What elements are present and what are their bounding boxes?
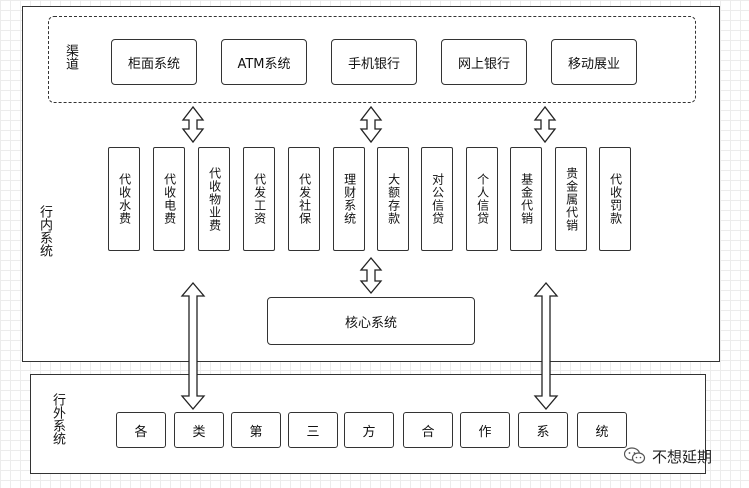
third-party-char: 合 — [421, 424, 435, 440]
double-arrow-icon — [181, 105, 205, 144]
third-party-box: 三 — [288, 412, 338, 448]
double-arrow-icon — [533, 105, 557, 144]
service-box: 代收物业费 — [198, 147, 230, 251]
channel-label: ATM系统 — [237, 56, 291, 72]
double-arrow-icon — [359, 105, 383, 144]
channel-online-banking: 网上银行 — [441, 39, 527, 85]
service-label: 理财系统 — [342, 173, 357, 225]
channel-mobile-outreach: 移动展业 — [551, 39, 637, 85]
external-systems-label: 行外系统 — [50, 393, 65, 445]
service-box: 理财系统 — [333, 147, 365, 251]
third-party-box: 类 — [174, 412, 224, 448]
third-party-box: 系 — [518, 412, 568, 448]
channel-label: 移动展业 — [567, 56, 620, 72]
service-box: 代发社保 — [288, 147, 320, 251]
service-box: 贵金属代销 — [555, 147, 587, 251]
third-party-box: 方 — [344, 412, 394, 448]
third-party-char: 三 — [306, 424, 320, 440]
third-party-box: 合 — [403, 412, 453, 448]
third-party-char: 方 — [362, 424, 376, 440]
core-system-box: 核心系统 — [267, 297, 475, 345]
service-label: 代收罚款 — [608, 173, 623, 225]
service-box: 基金代销 — [510, 147, 542, 251]
service-box: 对公信贷 — [421, 147, 453, 251]
service-label: 对公信贷 — [430, 173, 445, 225]
third-party-box: 第 — [231, 412, 281, 448]
third-party-char: 各 — [134, 424, 148, 440]
service-box: 大额存款 — [377, 147, 409, 251]
service-label: 代发社保 — [297, 173, 312, 225]
service-label: 个人信贷 — [475, 173, 490, 225]
service-box: 代发工资 — [243, 147, 275, 251]
service-box: 个人信贷 — [466, 147, 498, 251]
third-party-box: 作 — [460, 412, 510, 448]
channel-label: 手机银行 — [347, 56, 400, 72]
service-box: 代收电费 — [153, 147, 185, 251]
service-label: 大额存款 — [386, 173, 401, 225]
long-double-arrow-icon — [533, 281, 559, 411]
third-party-char: 系 — [536, 424, 550, 440]
service-label: 贵金属代销 — [564, 166, 579, 232]
internal-systems-label: 行内系统 — [37, 205, 52, 257]
channel-label: 柜面系统 — [127, 56, 180, 72]
third-party-box: 各 — [116, 412, 166, 448]
channel-label: 网上银行 — [457, 56, 510, 72]
service-label: 代收水费 — [117, 173, 132, 225]
third-party-char: 类 — [192, 424, 206, 440]
third-party-box: 统 — [577, 412, 627, 448]
third-party-char: 统 — [595, 424, 609, 440]
service-box: 代收罚款 — [599, 147, 631, 251]
channel-counter: 柜面系统 — [111, 39, 197, 85]
watermark: 不想延期 — [624, 445, 712, 467]
service-box: 代收水费 — [108, 147, 140, 251]
channels-label: 渠道 — [63, 44, 78, 70]
third-party-char: 第 — [249, 424, 263, 440]
service-label: 基金代销 — [519, 173, 534, 225]
service-label: 代收电费 — [162, 173, 177, 225]
wechat-icon — [624, 447, 646, 465]
core-system-label: 核心系统 — [344, 315, 397, 331]
long-double-arrow-icon — [180, 281, 206, 411]
watermark-text: 不想延期 — [652, 447, 713, 466]
channel-mobile-banking: 手机银行 — [331, 39, 417, 85]
channel-atm: ATM系统 — [221, 39, 307, 85]
service-label: 代发工资 — [252, 173, 267, 225]
third-party-char: 作 — [478, 424, 492, 440]
service-label: 代收物业费 — [207, 166, 222, 232]
double-arrow-icon — [359, 256, 383, 295]
